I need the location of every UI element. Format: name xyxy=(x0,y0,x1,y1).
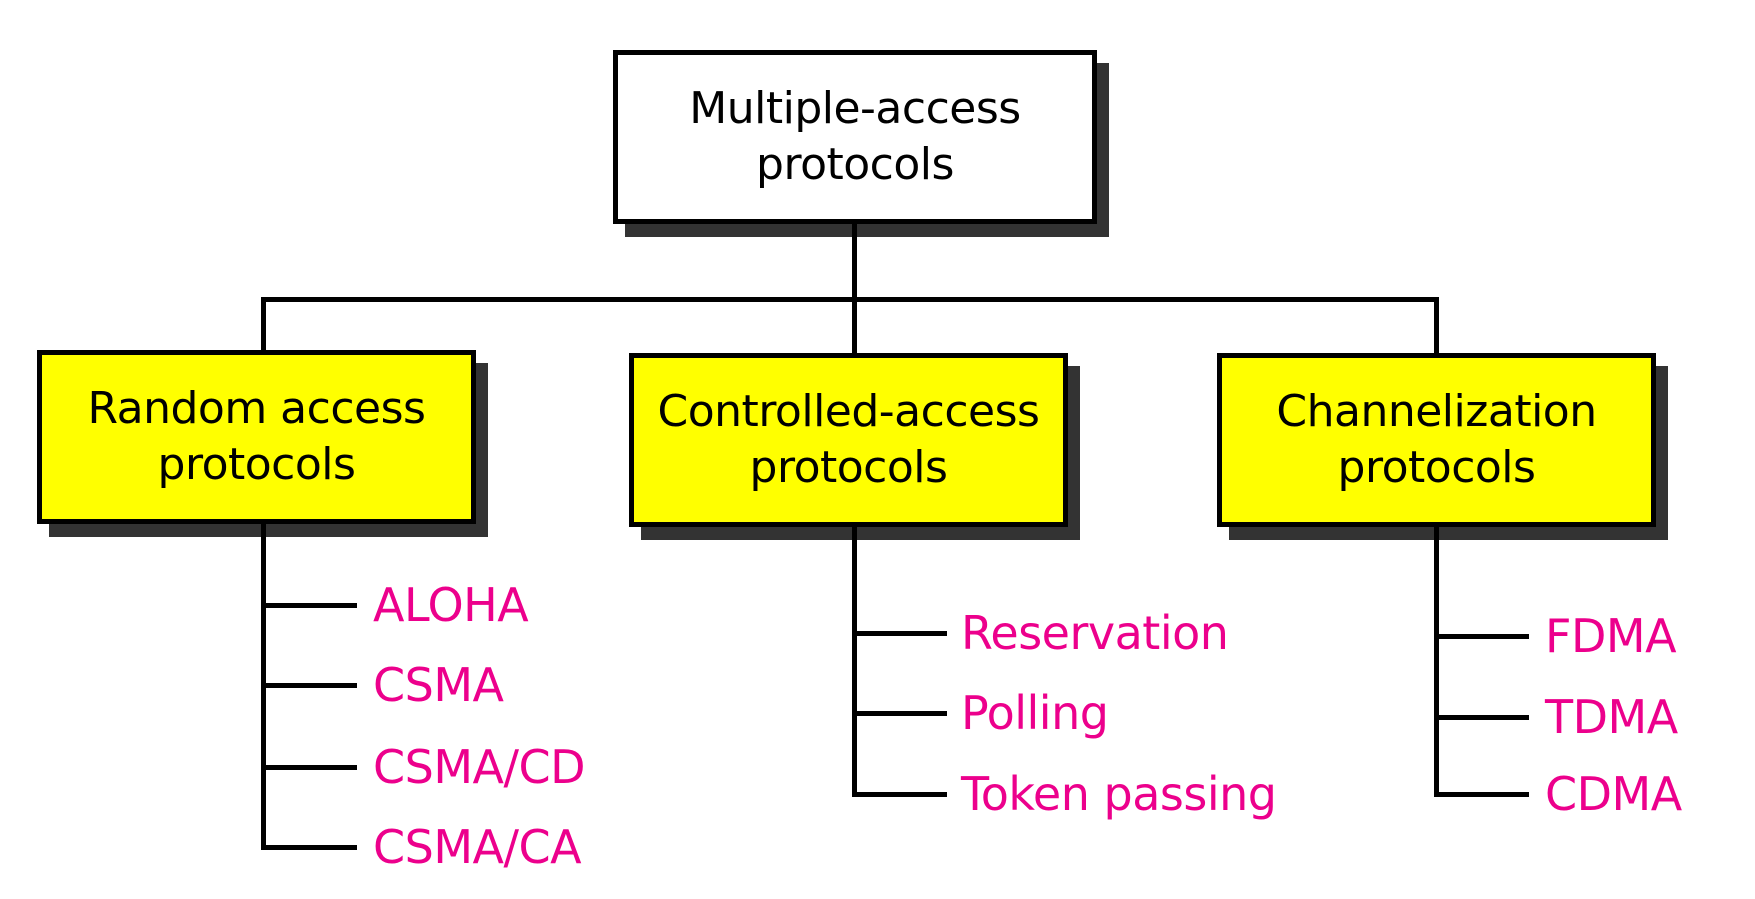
leaf-cdma: CDMA xyxy=(1545,767,1682,821)
leaf-tdma: TDMA xyxy=(1545,690,1678,744)
connector-channelization-stub xyxy=(1434,715,1529,720)
category-node-channelization: Channelization protocols xyxy=(1217,353,1656,527)
category-node-controlled-access: Controlled-access protocols xyxy=(629,353,1068,527)
leaf-token-passing: Token passing xyxy=(961,767,1277,821)
connector-random-stub xyxy=(261,845,357,850)
leaf-csma-ca: CSMA/CA xyxy=(373,820,582,874)
category-label-random-access: Random access protocols xyxy=(87,383,426,490)
leaf-csma: CSMA xyxy=(373,658,504,712)
connector-root-stem xyxy=(852,224,857,353)
connector-channelization-stub xyxy=(1434,634,1529,639)
connector-to-random xyxy=(261,297,266,353)
leaf-reservation: Reservation xyxy=(961,606,1229,660)
connector-random-stub xyxy=(261,603,357,608)
connector-channelization-stub xyxy=(1434,792,1529,797)
connector-channelization-trunk xyxy=(1434,527,1439,797)
category-node-random-access: Random access protocols xyxy=(37,350,476,524)
connector-to-channelization xyxy=(1434,297,1439,353)
connector-random-stub xyxy=(261,683,357,688)
category-label-channelization: Channelization protocols xyxy=(1276,386,1597,493)
root-node-label: Multiple-access protocols xyxy=(689,83,1021,190)
root-node-multiple-access-protocols: Multiple-access protocols xyxy=(613,50,1097,224)
leaf-aloha: ALOHA xyxy=(373,578,529,632)
connector-controlled-trunk xyxy=(852,527,857,797)
connector-random-stub xyxy=(261,765,357,770)
connector-horizontal-bus xyxy=(261,297,1439,302)
connector-controlled-stub xyxy=(852,792,947,797)
leaf-polling: Polling xyxy=(961,686,1109,740)
category-label-controlled-access: Controlled-access protocols xyxy=(657,386,1040,493)
connector-controlled-stub xyxy=(852,711,947,716)
leaf-csma-cd: CSMA/CD xyxy=(373,740,586,794)
leaf-fdma: FDMA xyxy=(1545,609,1677,663)
connector-controlled-stub xyxy=(852,631,947,636)
